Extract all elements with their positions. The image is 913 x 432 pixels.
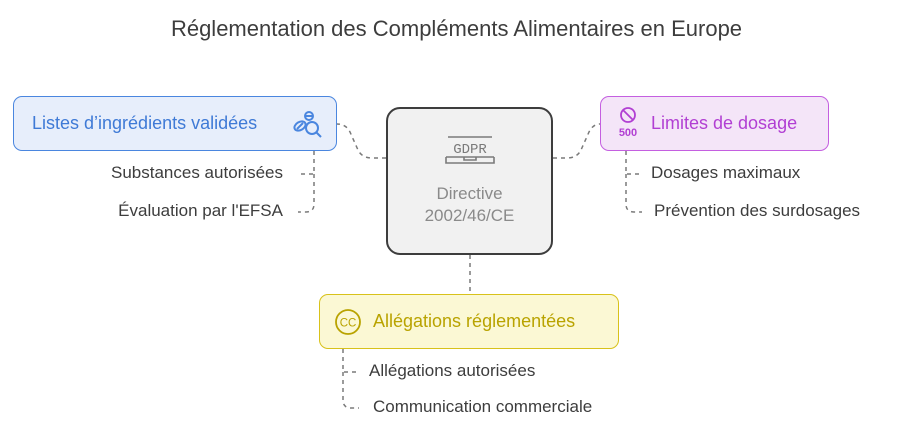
center-label-line1: Directive xyxy=(436,184,503,203)
node-ingredients[interactable]: Listes d’ingrédients validées xyxy=(13,96,337,151)
node-dosage-label: Limites de dosage xyxy=(651,113,798,133)
connector-center-ingredients xyxy=(336,123,386,159)
center-label-line2: 2002/46/CE xyxy=(424,206,515,225)
pills-search-icon xyxy=(292,109,324,144)
connector-ingredients-sub1 xyxy=(298,151,315,175)
claims-sub-item: Allégations autorisées xyxy=(369,361,536,380)
cc-icon: CC xyxy=(334,308,362,341)
connector-dosage-sub1 xyxy=(625,151,642,175)
gdpr-icon: GDPR xyxy=(442,133,498,173)
dosage-sub-item: Prévention des surdosages xyxy=(654,201,861,220)
node-center-directive[interactable]: GDPR Directive 2002/46/CE xyxy=(386,107,553,255)
no-500-icon-text: 500 xyxy=(619,127,637,139)
dosage-sub-item: Dosages maximaux xyxy=(651,163,801,182)
node-claims[interactable]: CC Allégations réglementées xyxy=(319,294,619,349)
connector-center-dosage xyxy=(553,123,601,159)
gdpr-icon-text: GDPR xyxy=(453,142,487,158)
node-dosage[interactable]: 500 Limites de dosage xyxy=(600,96,829,151)
connector-claims-sub2 xyxy=(342,372,359,409)
node-ingredients-label: Listes d’ingrédients validées xyxy=(32,113,258,133)
no-500-icon: 500 xyxy=(615,105,641,146)
connector-dosage-sub2 xyxy=(625,174,642,213)
ingredients-sub-item: Évaluation par l'EFSA xyxy=(118,201,283,220)
node-claims-label: Allégations réglementées xyxy=(373,311,576,331)
diagram-title: Réglementation des Compléments Alimentai… xyxy=(170,16,743,41)
claims-sub-item: Communication commerciale xyxy=(373,397,593,416)
connector-claims-sub1 xyxy=(342,349,359,373)
connector-ingredients-sub2 xyxy=(298,174,315,213)
ingredients-sub-item: Substances autorisées xyxy=(111,163,283,182)
cc-icon-text: CC xyxy=(340,318,357,330)
